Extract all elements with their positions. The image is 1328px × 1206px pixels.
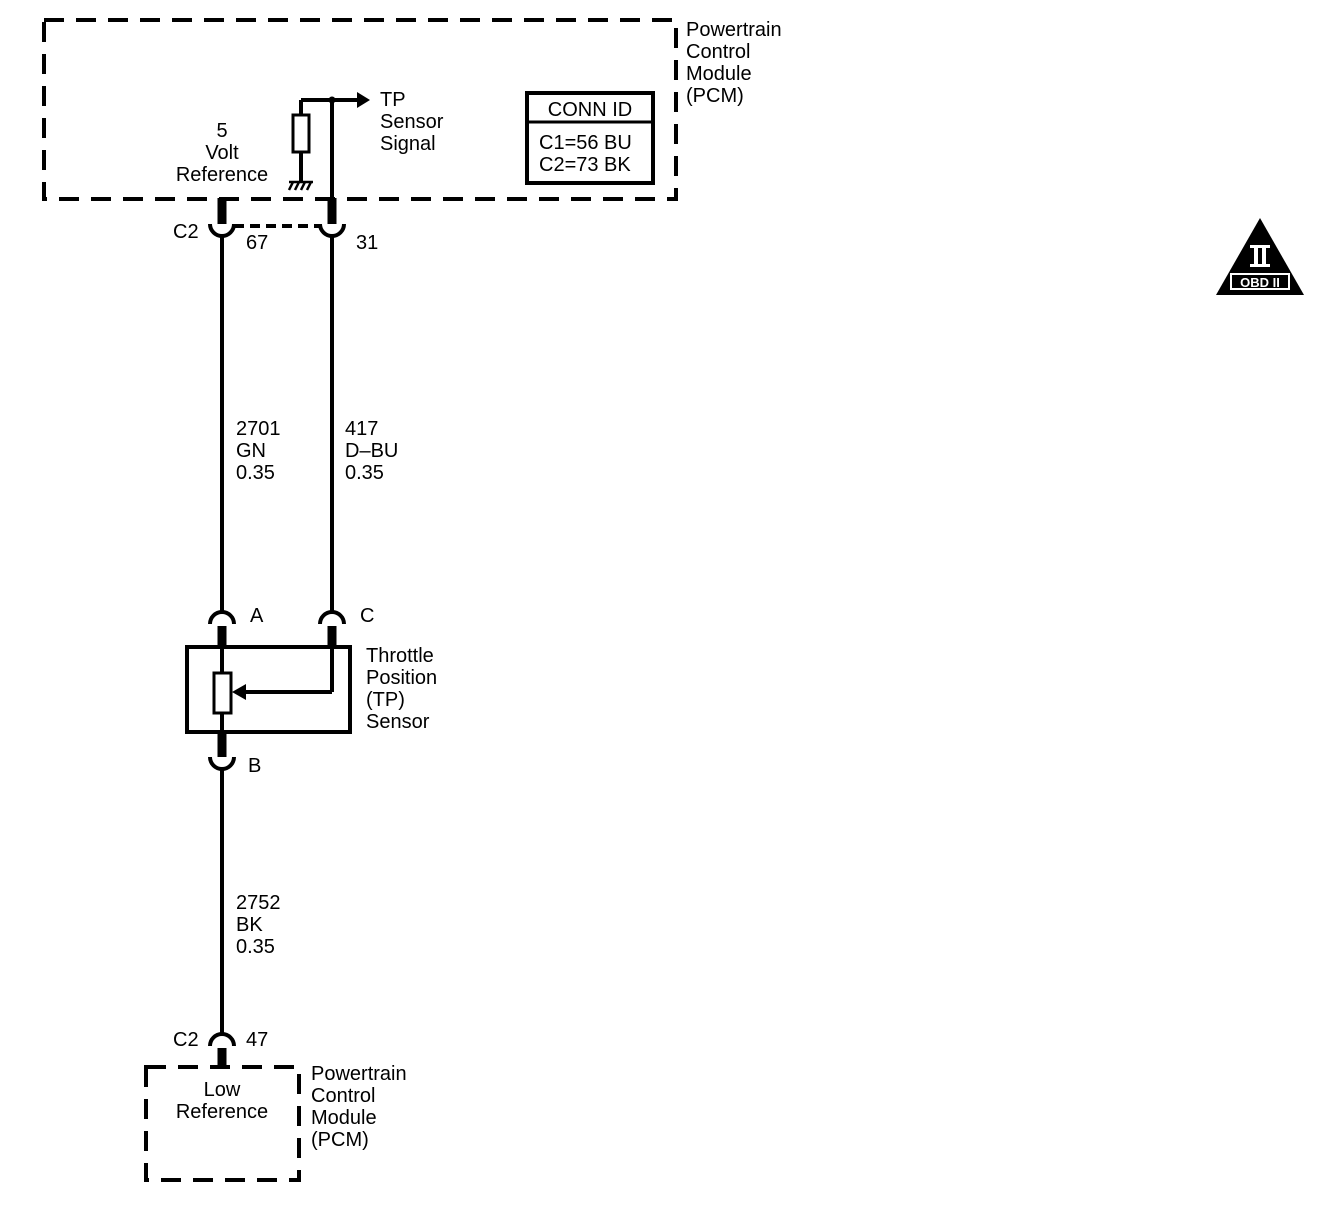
wire-bottom-line: 2752 (236, 892, 281, 914)
tp-sensor-body (185, 645, 352, 734)
wire-bottom-line: BK (236, 914, 263, 936)
pull-down-resistor-circuit (287, 92, 370, 191)
wire-left-line: GN (236, 440, 266, 462)
five-volt-reference-label: 5 Volt Reference (176, 120, 268, 186)
wire-left-line: 2701 (236, 418, 281, 440)
sensor-pin-b-label: B (248, 755, 261, 777)
tp-sensor-label: Throttle Position (TP) Sensor (366, 645, 437, 733)
resistor-icon (291, 113, 311, 154)
top-pin-67-label: 67 (246, 232, 268, 254)
obd-ii-badge: II OBD II (1216, 218, 1304, 295)
tp-sensor-line: Position (366, 667, 437, 689)
wire-right-line: 417 (345, 418, 378, 440)
pcm-bottom-box (144, 1065, 301, 1182)
tp-sensor-line: Throttle (366, 645, 434, 667)
pcm-top-label-line: Module (686, 63, 752, 85)
pcm-top-label: Powertrain Control Module (PCM) (686, 19, 782, 107)
pcm-top-label-line: (PCM) (686, 85, 744, 107)
bottom-connector-label: C2 (173, 1029, 199, 1051)
five-volt-line: Reference (176, 164, 268, 186)
pcm-top-label-line: Powertrain (686, 19, 782, 41)
top-connector-c2 (208, 198, 346, 238)
potentiometer-icon (212, 671, 233, 715)
ground-icon (287, 180, 313, 191)
wiper-arrow-icon (232, 684, 246, 700)
bottom-pin-47-label: 47 (246, 1029, 268, 1051)
conn-id-title: CONN ID (548, 99, 632, 121)
tp-signal-line: Signal (380, 133, 436, 155)
tp-signal-line: TP (380, 89, 406, 111)
sensor-pin-a-label: A (250, 605, 264, 627)
sensor-pin-c-label: C (360, 605, 374, 627)
signal-arrow-icon (357, 92, 370, 108)
tp-sensor-signal-label: TP Sensor Signal (380, 89, 444, 155)
pcm-top-label-line: Control (686, 41, 750, 63)
pcm-bottom-label: Powertrain Control Module (PCM) (311, 1063, 407, 1151)
wire-right-label: 417 D–BU 0.35 (345, 418, 398, 484)
top-pin-31-label: 31 (356, 232, 378, 254)
wire-bottom-line: 0.35 (236, 936, 275, 958)
tp-sensor-line: Sensor (366, 711, 430, 733)
five-volt-line: Volt (205, 142, 239, 164)
sensor-bottom-connector (208, 732, 236, 771)
obd-ii-label: OBD II (1240, 275, 1280, 290)
pcm-top-box (42, 18, 678, 201)
wire-right-line: 0.35 (345, 462, 384, 484)
five-volt-line: 5 (216, 120, 227, 142)
tp-sensor-line: (TP) (366, 689, 405, 711)
sensor-top-connector (208, 610, 346, 648)
pcm-bottom-label-line: Module (311, 1107, 377, 1129)
wire-bottom-label: 2752 BK 0.35 (236, 892, 281, 958)
conn-id-line: C1=56 BU (539, 132, 632, 154)
wire-left-line: 0.35 (236, 462, 275, 484)
wire-right-line: D–BU (345, 440, 398, 462)
conn-id-box: CONN ID C1=56 BU C2=73 BK (525, 91, 655, 185)
tp-signal-line: Sensor (380, 111, 444, 133)
top-connector-label: C2 (173, 221, 199, 243)
obd-ii-symbol-icon (1250, 245, 1270, 267)
wire-left-label: 2701 GN 0.35 (236, 418, 281, 484)
bottom-connector-c2 (208, 1032, 236, 1068)
pcm-bottom-label-line: (PCM) (311, 1129, 369, 1151)
low-reference-label: Low Reference (176, 1079, 268, 1123)
low-ref-line: Low (204, 1079, 241, 1101)
pcm-bottom-label-line: Powertrain (311, 1063, 407, 1085)
low-ref-line: Reference (176, 1101, 268, 1123)
conn-id-line: C2=73 BK (539, 154, 631, 176)
pcm-bottom-label-line: Control (311, 1085, 375, 1107)
